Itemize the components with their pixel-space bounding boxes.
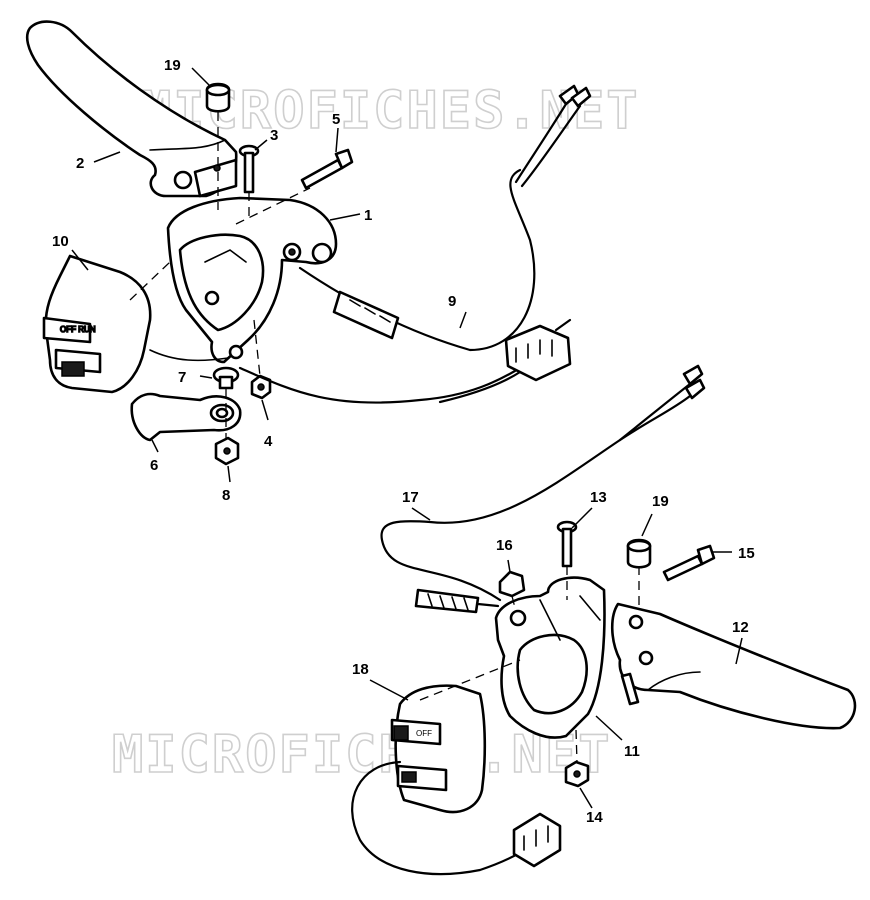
lever-left xyxy=(25,20,238,198)
callout-6: 6 xyxy=(150,457,158,474)
switch-housing-left: OFF RUN xyxy=(42,254,229,394)
callout-16: 16 xyxy=(496,537,513,554)
lever-right xyxy=(610,602,857,730)
callout-12: 12 xyxy=(732,619,749,636)
watermark-bottom: MICROFICHES.NET xyxy=(112,725,612,785)
callout-18: 18 xyxy=(352,661,369,678)
callout-14: 14 xyxy=(586,809,603,826)
callout-3: 3 xyxy=(270,127,278,144)
washer-lower xyxy=(564,760,590,788)
callout-11: 11 xyxy=(624,743,640,760)
guide-line-10 xyxy=(511,595,517,613)
callout-15: 15 xyxy=(738,545,755,562)
callout-8: 8 xyxy=(222,487,230,504)
callout-2: 2 xyxy=(76,155,84,172)
guide-line-6 xyxy=(129,261,171,301)
small-bolt xyxy=(212,366,240,390)
callout-13: 13 xyxy=(590,489,607,506)
lever-bracket xyxy=(166,196,338,364)
screw-lower xyxy=(662,544,716,582)
switch-cable-lower xyxy=(380,364,706,614)
callout-10: 10 xyxy=(52,233,69,250)
lever-bracket-lower xyxy=(494,576,606,739)
svg-text:OFF RUN: OFF RUN xyxy=(60,325,96,334)
callout-19-upper: 19 xyxy=(164,57,181,74)
callout-9: 9 xyxy=(448,293,456,310)
leader-lines xyxy=(71,67,743,809)
pivot-bolt xyxy=(238,144,260,194)
switch-cable-upper xyxy=(238,84,592,404)
guide-line-7 xyxy=(419,659,521,701)
callout-19-lower: 19 xyxy=(652,493,669,510)
rubber-cap xyxy=(498,570,526,598)
screw-upper xyxy=(300,148,354,190)
adjuster-cap-upper xyxy=(205,82,231,113)
adjuster-cap-lower xyxy=(626,538,652,569)
callout-1: 1 xyxy=(364,207,372,224)
lever-pivot-plate xyxy=(130,392,242,442)
pivot-bolt-lower xyxy=(556,520,578,568)
callout-17: 17 xyxy=(402,489,419,506)
switch-housing-right: OFF xyxy=(351,684,562,876)
guide-line-11 xyxy=(575,729,578,763)
svg-text:OFF: OFF xyxy=(416,729,432,738)
callout-7: 7 xyxy=(178,369,186,386)
guide-line-1 xyxy=(235,187,311,225)
callout-4: 4 xyxy=(264,433,273,450)
nut-left xyxy=(214,436,240,466)
callout-5: 5 xyxy=(332,111,340,128)
guide-line-4 xyxy=(253,319,261,377)
